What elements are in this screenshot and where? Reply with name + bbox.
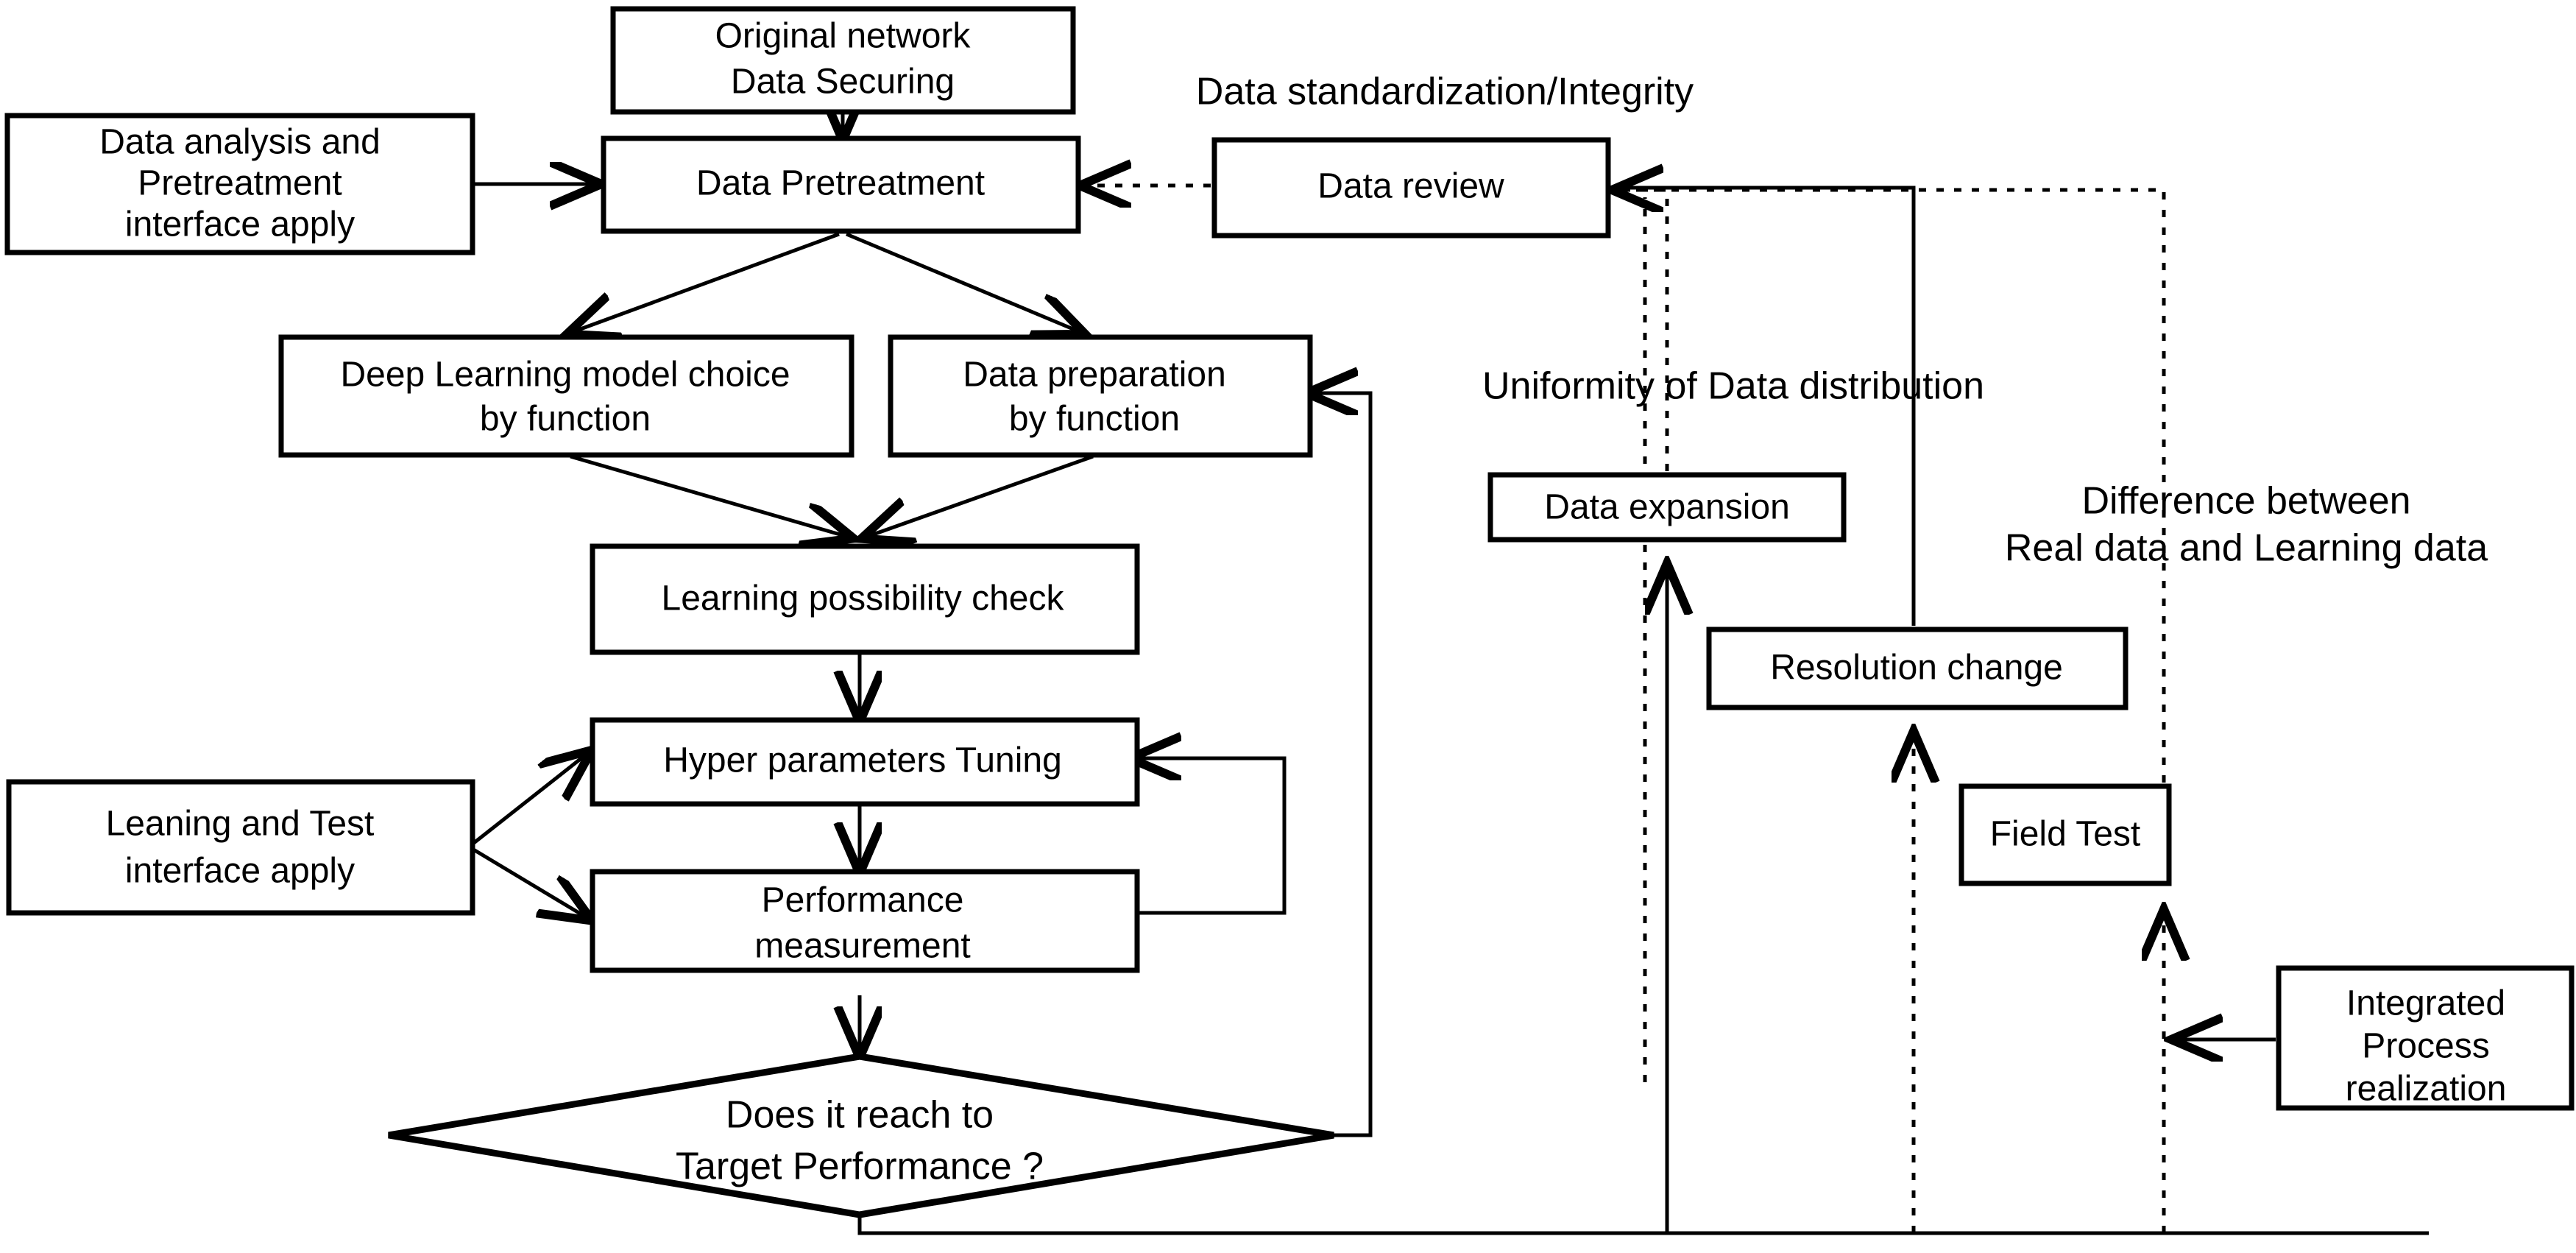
node-data-expansion-line1: Data expansion: [1544, 488, 1790, 527]
edge-leaning-to-hyper: [470, 752, 589, 847]
node-field-test-line1: Field Test: [1990, 815, 2141, 854]
node-integrated-process-line2: Process: [2362, 1027, 2489, 1066]
edge-decision-bottom-bus: [857, 1216, 2429, 1235]
node-data-preparation[interactable]: [888, 334, 1313, 458]
node-decision-diamond[interactable]: [388, 1053, 1334, 1218]
annotation-standardization: Data standardization/Integrity: [1196, 71, 1694, 113]
node-data-preparation-line2: by function: [1009, 400, 1180, 439]
node-data-preparation-line1: Data preparation: [963, 356, 1226, 395]
node-data-review[interactable]: [1211, 137, 1611, 239]
edge-pretreatment-to-deeplearning: [570, 232, 840, 333]
annotation-difference-line1: Difference between: [2081, 480, 2410, 523]
node-hyper-parameters[interactable]: [590, 717, 1140, 807]
node-data-analysis-interface-line1: Data analysis and: [99, 123, 381, 162]
node-learning-possibility-line1: Learning possibility check: [662, 579, 1065, 618]
node-data-pretreatment-line1: Data Pretreatment: [696, 164, 985, 203]
node-deep-learning-choice[interactable]: [278, 334, 854, 458]
node-integrated-process[interactable]: [2276, 965, 2575, 1111]
node-original-network-line2: Data Securing: [731, 63, 955, 102]
node-data-pretreatment[interactable]: [601, 135, 1081, 234]
node-leaning-test-interface-line2: interface apply: [125, 852, 355, 891]
node-performance-measurement-line1: Performance: [762, 881, 964, 920]
edge-deeplearning-to-possibility: [570, 454, 850, 537]
node-decision-line1: Does it reach to: [726, 1094, 994, 1137]
node-leaning-test-interface[interactable]: [6, 779, 475, 916]
annotation-uniformity: Uniformity of Data distribution: [1482, 365, 1984, 408]
node-leaning-test-interface-line1: Leaning and Test: [106, 805, 375, 844]
node-deep-learning-choice-line1: Deep Learning model choice: [340, 356, 790, 395]
node-original-network-line1: Original network: [715, 17, 972, 56]
node-data-review-line1: Data review: [1317, 167, 1504, 206]
node-performance-measurement-line2: measurement: [754, 927, 970, 966]
node-hyper-parameters-line1: Hyper parameters Tuning: [663, 741, 1062, 780]
edge-resolution-to-review: [1612, 186, 1916, 626]
node-integrated-process-line1: Integrated: [2346, 984, 2505, 1023]
edge-expansion-to-review: [1612, 188, 1669, 471]
edge-leaning-to-performance: [470, 846, 589, 919]
node-deep-learning-choice-line2: by function: [480, 400, 651, 439]
node-data-analysis-interface-line2: Pretreatment: [138, 164, 342, 203]
edge-fieldtest-to-review: [1616, 190, 2166, 783]
node-original-network[interactable]: [610, 6, 1076, 115]
node-integrated-process-line3: realization: [2346, 1070, 2507, 1109]
node-learning-possibility[interactable]: [590, 543, 1140, 655]
node-data-analysis-interface-line3: interface apply: [125, 205, 355, 244]
node-decision-line2: Target Performance ?: [676, 1146, 1044, 1188]
edge-pretreatment-to-preparation: [846, 232, 1082, 333]
edge-preparation-to-possibility: [865, 454, 1094, 537]
node-data-expansion[interactable]: [1487, 472, 1847, 543]
node-resolution-change-line1: Resolution change: [1770, 649, 2063, 688]
annotation-difference-line2: Real data and Learning data: [2005, 527, 2488, 570]
edge-decision-to-preparation-loop: [1310, 393, 1373, 1137]
node-field-test[interactable]: [1958, 783, 2172, 886]
node-performance-measurement[interactable]: [590, 869, 1140, 973]
node-resolution-change[interactable]: [1706, 626, 2129, 710]
edge-performance-to-hyper-loop: [1126, 758, 1287, 915]
node-data-analysis-interface[interactable]: [4, 113, 475, 255]
